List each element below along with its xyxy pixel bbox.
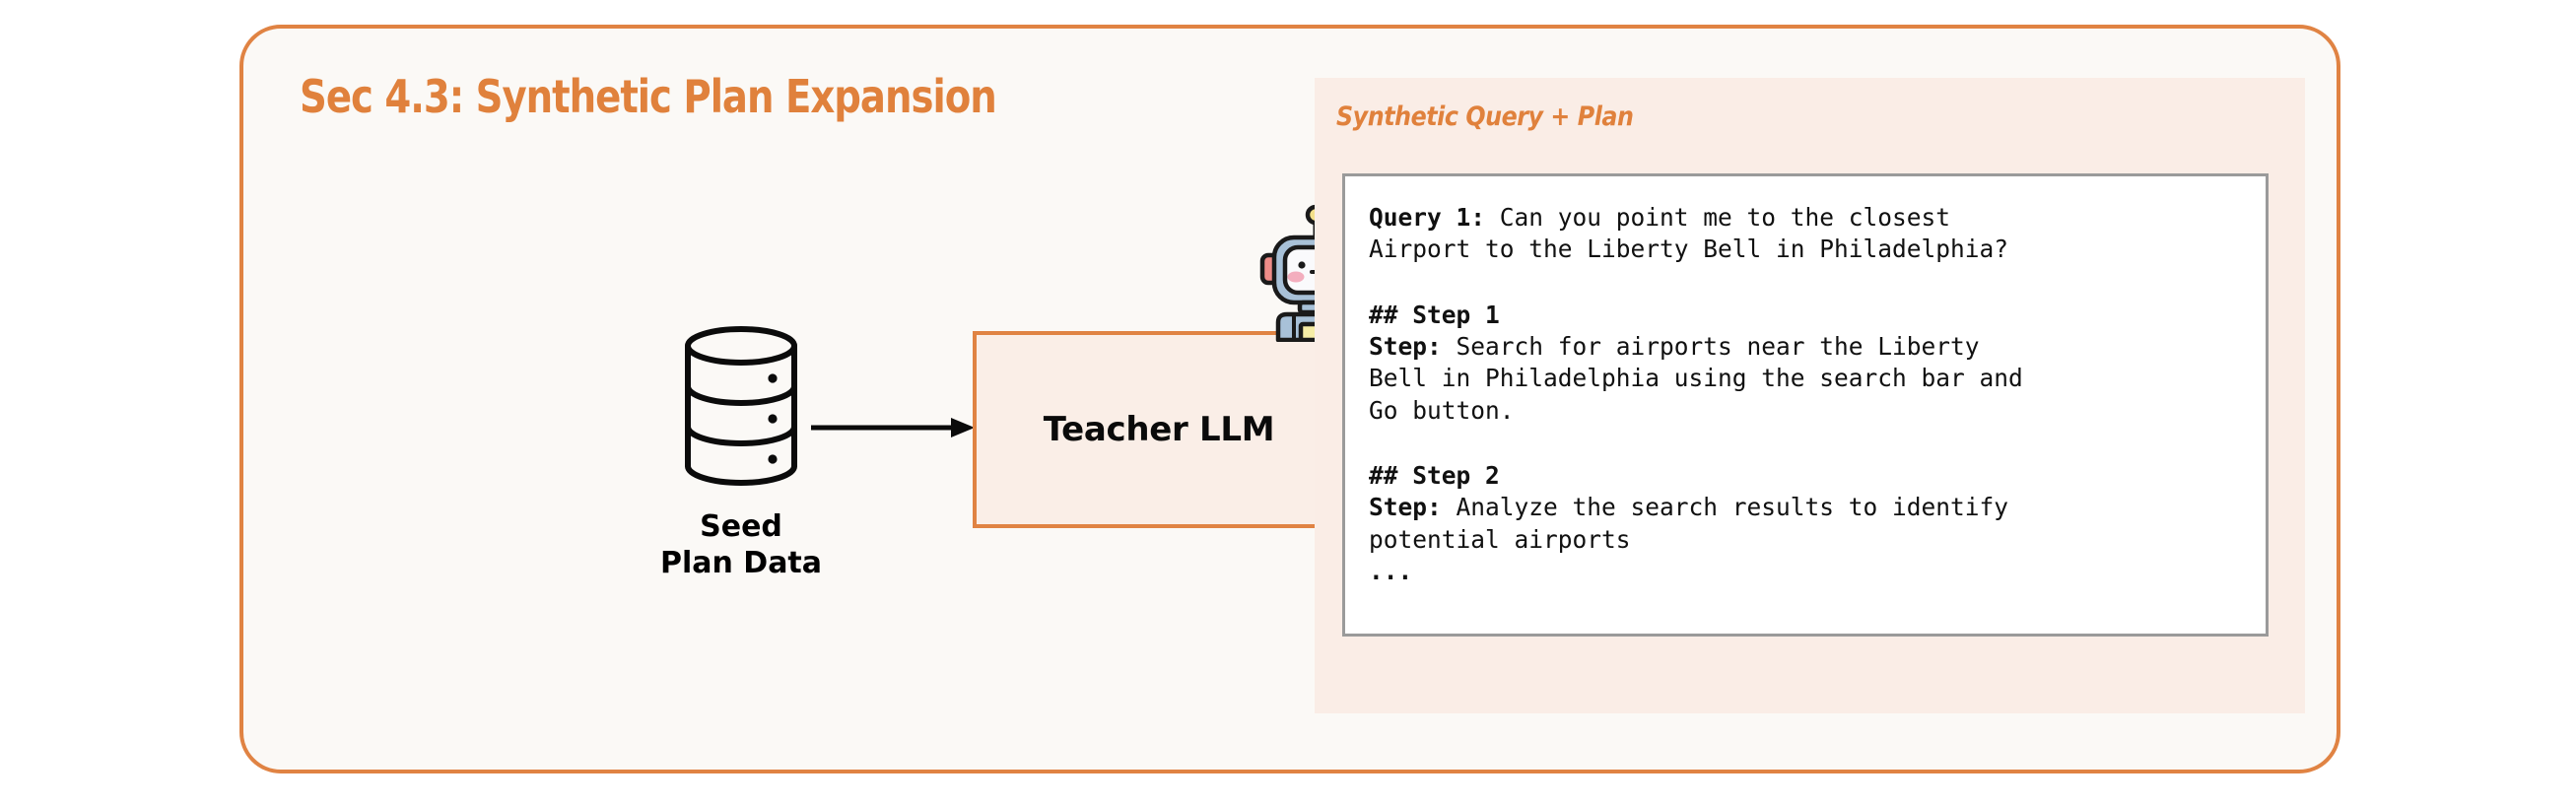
arrow-seed-to-teacher (811, 418, 975, 437)
output-panel-title: Synthetic Query + Plan (1336, 101, 1634, 132)
spacer (1369, 266, 2244, 300)
figure-panel: Sec 4.3: Synthetic Plan Expansion Seed P… (239, 25, 2340, 773)
teacher-llm-box: Teacher LLM (973, 331, 1345, 528)
synthetic-output-panel: Synthetic Query + Plan Query 1: Can you … (1315, 78, 2305, 713)
database-cylinder-icon (685, 326, 797, 486)
synthetic-output-textbox[interactable]: Query 1: Can you point me to the closest… (1342, 173, 2269, 637)
step-1-heading: ## Step 1 (1369, 300, 1500, 329)
query-label: Query 1: (1369, 203, 1486, 232)
spacer (1369, 427, 2244, 460)
step-2-label: Step: (1369, 493, 1442, 522)
seed-plan-data-label: Seed Plan Data (659, 509, 823, 580)
teacher-llm-label: Teacher LLM (1043, 410, 1275, 449)
step-1-block: Step: Search for airports near the Liber… (1369, 331, 2244, 427)
ellipsis-text: ... (1369, 556, 1413, 585)
step-2-block: Step: Analyze the search results to iden… (1369, 492, 2244, 556)
seed-plan-data-node: Seed Plan Data (608, 324, 874, 581)
query-block: Query 1: Can you point me to the closest… (1369, 202, 2244, 266)
step-2-text: Analyze the search results to identify p… (1369, 493, 2009, 554)
step-1-text: Search for airports near the Liberty Bel… (1369, 331, 2023, 425)
step-2-heading: ## Step 2 (1369, 460, 1500, 490)
page-title: Sec 4.3: Synthetic Plan Expansion (300, 70, 997, 123)
step-1-label: Step: (1369, 331, 1442, 361)
query-text: Can you point me to the closest Airport … (1369, 203, 2009, 264)
